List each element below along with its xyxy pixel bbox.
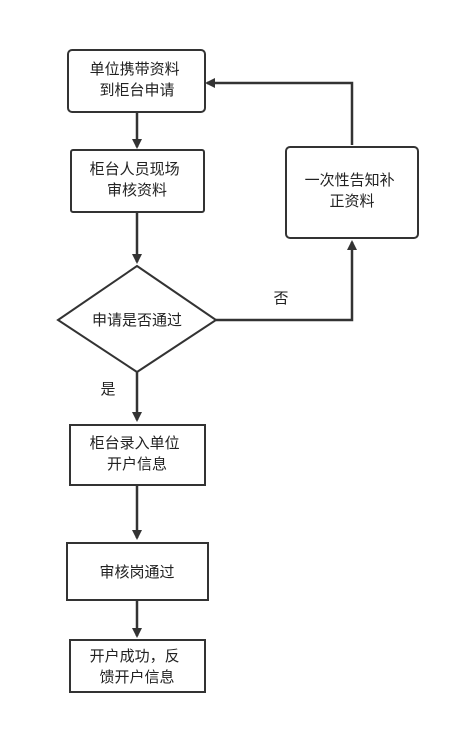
svg-text:开户成功，反 馈开户信息: 开户成功，反 馈开户信息 [90,647,185,686]
node-apply-line-2: 到柜台申请 [99,81,174,99]
edge-notify-to-apply [205,78,354,145]
node-apply-line-1: 单位携带资料 [90,60,180,78]
edge-label-no: 否 [273,289,288,307]
node-entry: 柜台录入单位 开户信息 [69,424,206,486]
node-decision: 申请是否通过 [56,264,218,374]
node-notify: 一次性告知补 正资料 [285,146,419,239]
node-review-onsite-line-1: 柜台人员现场 [90,160,180,178]
node-entry-line-2: 开户信息 [107,455,167,473]
svg-text:柜台录入单位 开户信息: 柜台录入单位 开户信息 [90,434,185,473]
node-review-onsite-line-2: 审核资料 [107,181,167,199]
svg-text:单位携带资料 到柜台申请: 单位携带资料 到柜台申请 [90,60,185,99]
svg-text:一次性告知补 正资料: 一次性告知补 正资料 [305,171,400,210]
edges [132,78,357,638]
node-decision-label: 申请是否通过 [92,311,182,329]
edge-decision-no-to-notify [216,240,357,322]
node-notify-line-1: 一次性告知补 [305,171,395,189]
node-notify-line-2: 正资料 [329,192,374,210]
node-entry-line-1: 柜台录入单位 [90,434,180,452]
node-post-review: 审核岗通过 [66,542,209,601]
node-apply: 单位携带资料 到柜台申请 [67,49,206,113]
edge-label-yes: 是 [100,380,115,398]
node-success-line-2: 馈开户信息 [99,668,174,686]
svg-text:柜台人员现场 审核资料: 柜台人员现场 审核资料 [90,160,185,199]
node-review-onsite: 柜台人员现场 审核资料 [70,149,205,213]
node-success: 开户成功，反 馈开户信息 [69,639,206,693]
node-post-review-label: 审核岗通过 [99,563,174,581]
node-success-line-1: 开户成功，反 [90,647,180,665]
